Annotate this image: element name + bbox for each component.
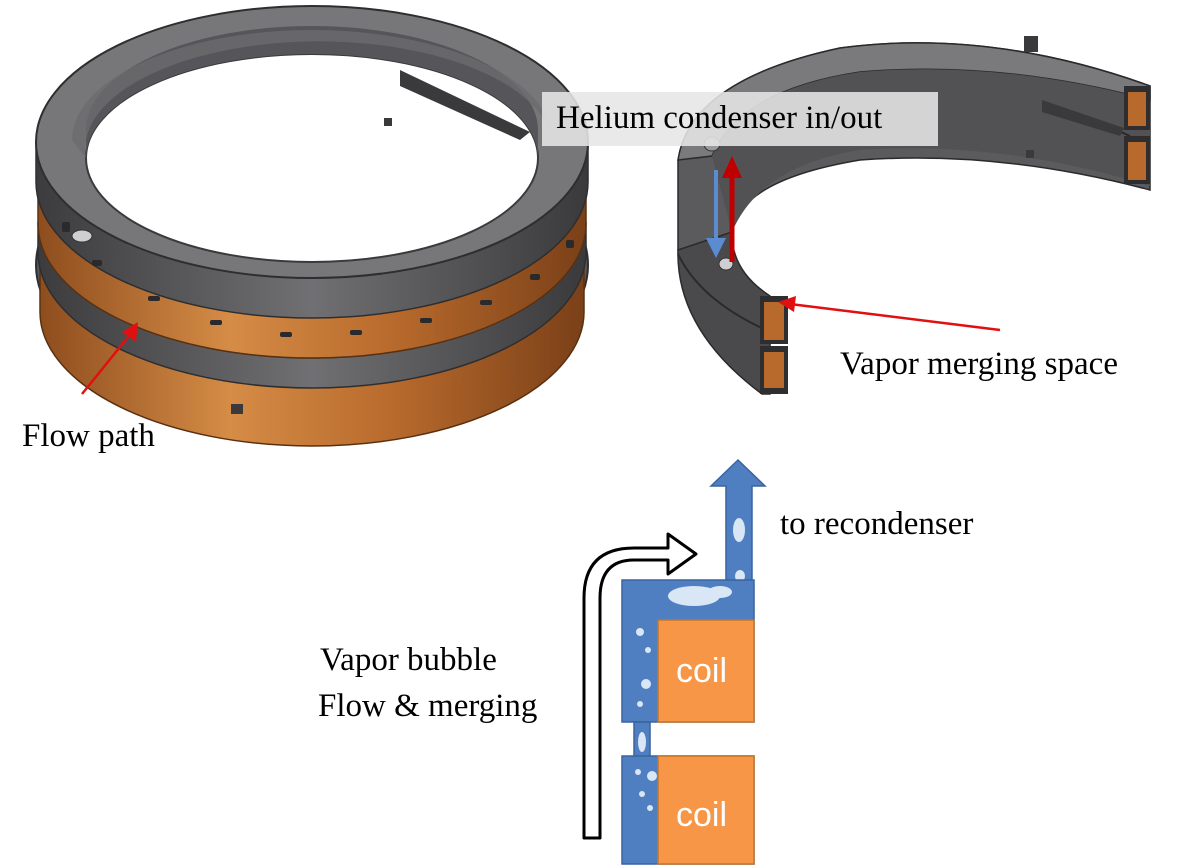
bubbles-upper — [636, 586, 732, 707]
bent-arrow-icon — [582, 532, 698, 840]
arrow-up-icon — [722, 156, 742, 178]
coil-upper-label: coil — [676, 652, 727, 690]
lower-coil-chamber: coil — [621, 755, 755, 865]
recondenser-arrow — [709, 458, 767, 587]
coil-lower-label: coil — [676, 796, 727, 834]
vapor-merging-space-label: Vapor merging space — [840, 346, 1118, 382]
helium-label-box — [542, 92, 938, 146]
vapor-space-pointer — [778, 296, 1001, 332]
flow-path-pointer — [81, 322, 138, 395]
right-ring-section — [677, 36, 1151, 395]
coil-lower — [657, 755, 755, 865]
vapor-bubble-label-line2: Flow & merging — [318, 688, 537, 724]
to-recondenser-label: to recondenser — [780, 506, 973, 542]
connecting-channel — [633, 721, 651, 759]
arrow-down-icon — [706, 238, 726, 258]
helium-out-arrow — [722, 156, 742, 262]
coil-upper — [657, 619, 755, 723]
left-ring-assembly — [35, 5, 589, 447]
helium-in-arrow — [706, 170, 726, 258]
helium-condenser-label: Helium condenser in/out — [556, 100, 882, 136]
upper-coil-chamber: coil — [621, 579, 755, 723]
flow-path-label: Flow path — [22, 418, 155, 454]
vapor-bubble-label-line1: Vapor bubble — [320, 642, 497, 678]
bubbles-lower — [635, 769, 657, 811]
